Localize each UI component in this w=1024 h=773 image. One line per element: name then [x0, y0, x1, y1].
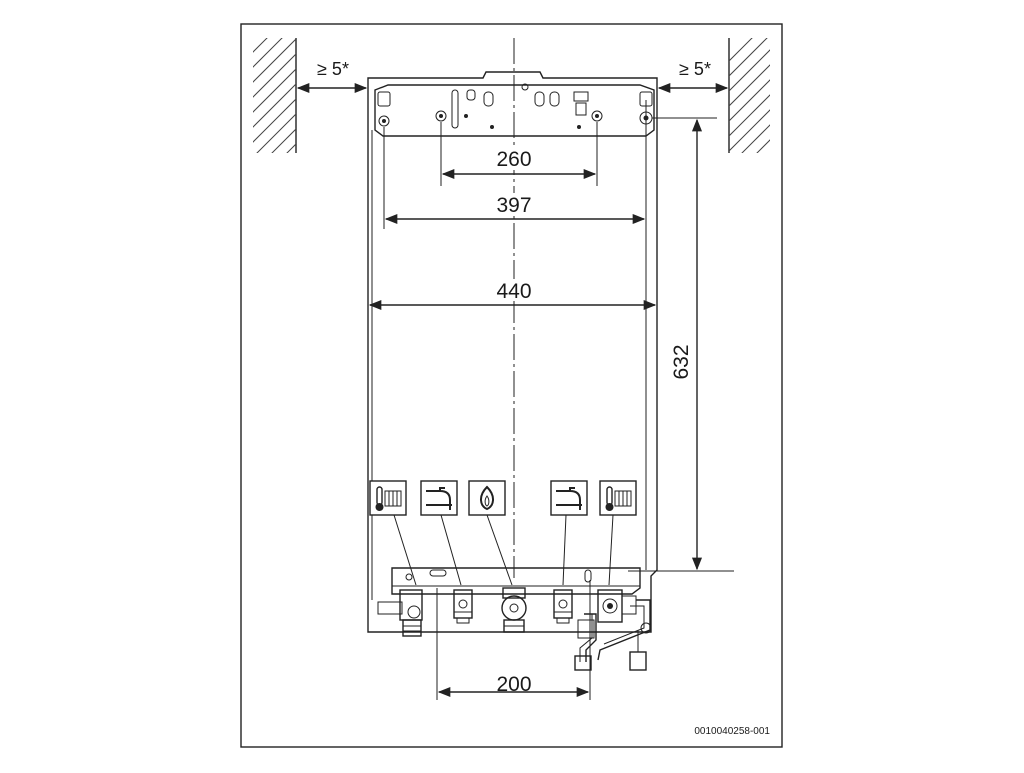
heating-return-valve	[574, 589, 637, 671]
clearance-right-label: ≥ 5*	[679, 59, 711, 79]
dim-260-backing	[496, 148, 538, 170]
dim-397-label: 397	[496, 194, 531, 217]
dim-397-backing	[496, 193, 538, 215]
gas-connection-icon	[468, 480, 506, 516]
cold-water-inlet-icon	[550, 480, 588, 516]
bypass-pipe	[597, 599, 652, 671]
heating-flow-icon	[369, 480, 407, 516]
gas-valve	[501, 587, 527, 633]
heating-return-icon	[599, 480, 637, 516]
hanging-bracket	[374, 83, 655, 137]
leader-lines	[393, 514, 614, 586]
dim-440-backing	[496, 279, 538, 301]
dim-632-label: 632	[670, 344, 693, 379]
extension-lines	[383, 117, 734, 700]
figure-frame	[240, 23, 783, 748]
left-wall	[253, 38, 297, 153]
figure-reference: 0010040258-001	[694, 726, 770, 737]
cold-water-valve	[553, 589, 573, 624]
hot-water-outlet-icon	[420, 480, 458, 516]
dim-200-label: 200	[496, 673, 531, 696]
clearance-left-label: ≥ 5*	[317, 59, 349, 79]
right-wall	[728, 38, 770, 153]
hot-water-valve	[453, 589, 473, 624]
connection-block	[391, 567, 641, 595]
dim-440-label: 440	[496, 280, 531, 303]
heating-flow-valve	[377, 589, 423, 637]
dim-260-label: 260	[496, 148, 531, 171]
